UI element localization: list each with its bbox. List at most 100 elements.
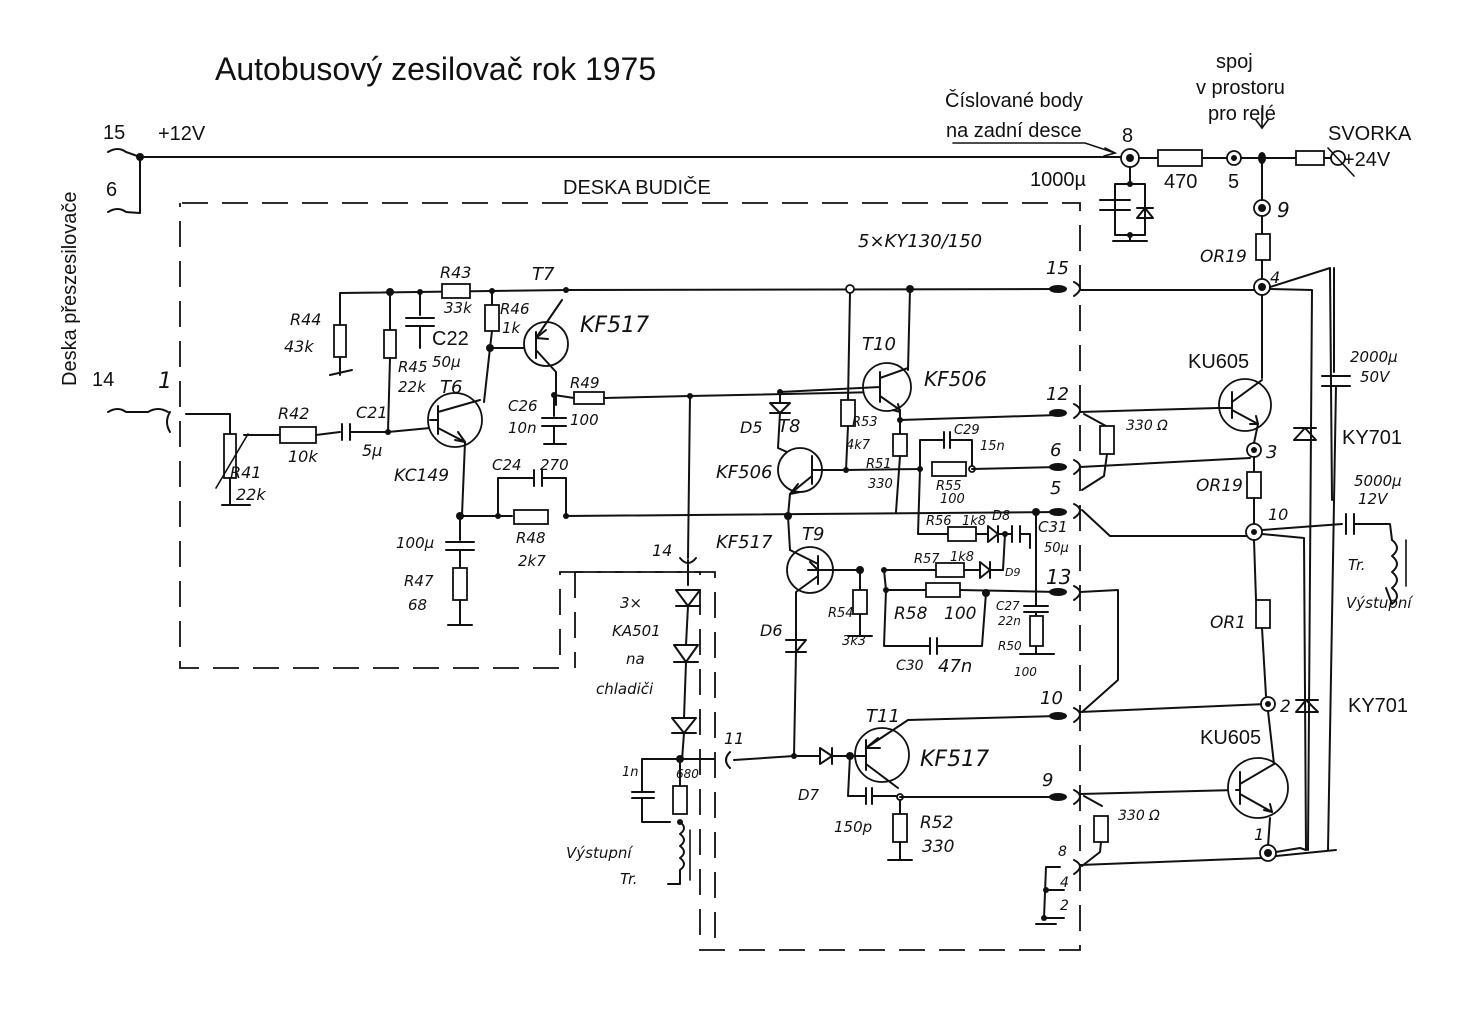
point-label-1: 1 [1254,825,1264,844]
wire [883,589,987,655]
t6-t7-stage: R44 43k R45 22k C22 50µ R43 33k R46 1k T… [284,263,1059,626]
heatsink-board-outline [574,571,716,950]
wire [1235,763,1275,813]
label-res-470: 470 [1164,171,1197,193]
label-output-transformer-2: Výstupní [1346,594,1413,612]
driver-stage: 5×KY130/150 [716,231,1069,759]
wire [952,142,1116,154]
fuse [1295,150,1325,166]
resistor-OR1 [1255,599,1271,629]
point-label-8: 8 [1122,125,1133,147]
connector-pad [1049,508,1067,516]
note-numbered-points-2: na zadní desce [946,120,1082,142]
label-D5: D5 [740,418,763,437]
wire [971,466,1059,470]
value-cap-150p: 150p [834,818,872,836]
wire [671,589,701,761]
type-T7: KF517 [580,313,649,338]
junction [845,284,855,294]
label-plus24v: +24V [1343,149,1391,171]
wire [1073,281,1257,297]
label-T8: T8 [778,416,800,437]
point-label-2: 2 [1280,697,1291,717]
wire [895,455,901,513]
wire [107,408,169,413]
label-R45: R45 [398,358,428,376]
wire [785,639,807,757]
junction [1264,849,1272,857]
wire [1295,699,1319,713]
wire [185,413,231,435]
junction [1126,154,1134,162]
value-C30: 47n [938,656,972,677]
wire [445,515,475,569]
value-R48: 2k7 [518,552,546,570]
value-emitter-cap: 100µ [396,534,434,552]
type-T6: KC149 [394,466,449,486]
resistor-R43 [441,283,471,299]
wire [541,394,567,445]
wire [483,347,491,403]
value-R55: 100 [940,492,965,507]
wire [847,613,873,637]
transistor-T7 [523,321,569,367]
wire [1261,627,1267,697]
junction [563,287,569,293]
wire [1293,427,1317,441]
label-C29: C29 [954,423,980,438]
label-svorka: SVORKA [1328,123,1412,145]
wire [1345,513,1393,541]
type-KU605-lower: KU605 [1200,727,1261,749]
label-R52: R52 [920,813,953,833]
value-R56: 1k8 [962,514,986,529]
connector-label-driver-4: 4 [1060,875,1069,891]
wire [679,557,697,586]
resistor-330-lower [1093,815,1109,843]
value-R54: 3k3 [842,634,866,649]
wire [1255,119,1269,130]
wire [845,431,973,471]
resistor-R50 [1029,615,1044,647]
label-R47: R47 [404,572,434,590]
resistor-R47 [452,567,468,601]
wire [845,425,849,471]
wire [907,288,911,371]
value-R45: 22k [398,378,427,396]
junction [136,153,144,161]
connector-label-1: 1 [158,369,172,394]
note-bias-1: 3× [620,594,642,612]
connector-pad [1049,409,1067,417]
value-R43: 33k [444,299,473,317]
label-R51: R51 [866,457,892,472]
wire [1019,645,1055,655]
value-res-680: 680 [676,767,699,781]
wire [975,525,1006,543]
wire [1099,199,1131,211]
resistor-R44 [333,324,347,358]
value-C21: 5µ [362,441,382,460]
wire [667,821,685,885]
connector-label-driver-14: 14 [652,541,672,560]
resistor-R46 [484,304,500,332]
value-cap-5000u: 5000µ [1354,472,1402,490]
value-C24: 270 [540,456,569,474]
label-transformer-2: Tr. [620,870,638,888]
label-OR19-upper: OR19 [1200,247,1247,267]
transistor-T6 [427,392,483,448]
wire [1261,523,1343,851]
point-label-3: 3 [1266,442,1277,463]
voltage-cap-5000u: 12V [1358,490,1389,508]
note-diodes: 5×KY130/150 [858,231,982,252]
label-R42: R42 [278,404,309,423]
junction [1231,155,1237,161]
input-stage: R41 22k R42 10k C21 5µ [107,403,391,506]
wire [631,758,681,823]
value-res-330-lower: 330 Ω [1118,808,1160,824]
label-preamp-board: Deska přeszesilovače [59,191,81,386]
label-R54: R54 [828,606,854,621]
point-label-5: 5 [1228,171,1239,193]
resistor-R54 [852,589,868,615]
label-KY701-upper: KY701 [1342,427,1402,449]
note-bias-2: KA501 [612,622,661,640]
